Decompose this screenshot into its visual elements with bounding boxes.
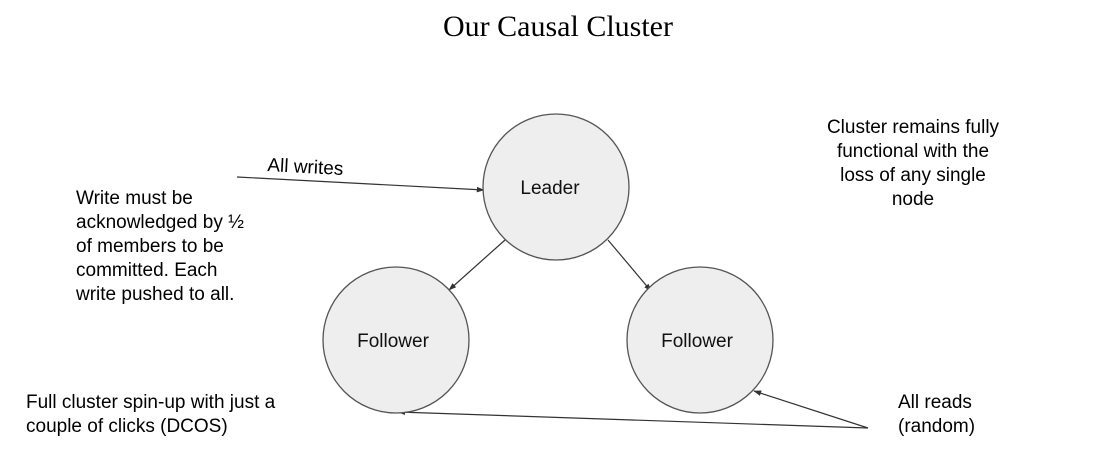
leader-node: Leader bbox=[482, 113, 630, 261]
edge-label-all-writes: All writes bbox=[266, 154, 344, 180]
note-cluster-functional: Cluster remains fully functional with th… bbox=[826, 117, 1000, 210]
follower-right-node-label: Follower bbox=[661, 331, 733, 352]
note-all-reads: All reads (random) bbox=[898, 392, 976, 437]
note-spin-up: Full cluster spin-up with just a couple … bbox=[26, 392, 276, 437]
note-write-acknowledged: Write must be acknowledged by ½ of membe… bbox=[76, 188, 244, 305]
edge-all-writes-arrow bbox=[236, 176, 485, 193]
follower-left-node: Follower bbox=[322, 266, 470, 414]
edge-leader-to-follower-right bbox=[607, 239, 652, 292]
follower-right-node: Follower bbox=[626, 266, 774, 414]
follower-left-node-label: Follower bbox=[357, 331, 429, 352]
leader-node-label: Leader bbox=[520, 178, 580, 199]
edge-reads-to-follower-left bbox=[397, 409, 869, 429]
edge-leader-to-follower-left bbox=[448, 239, 506, 291]
edge-reads-to-follower-right bbox=[753, 390, 869, 429]
diagram-title: Our Causal Cluster bbox=[443, 10, 673, 43]
